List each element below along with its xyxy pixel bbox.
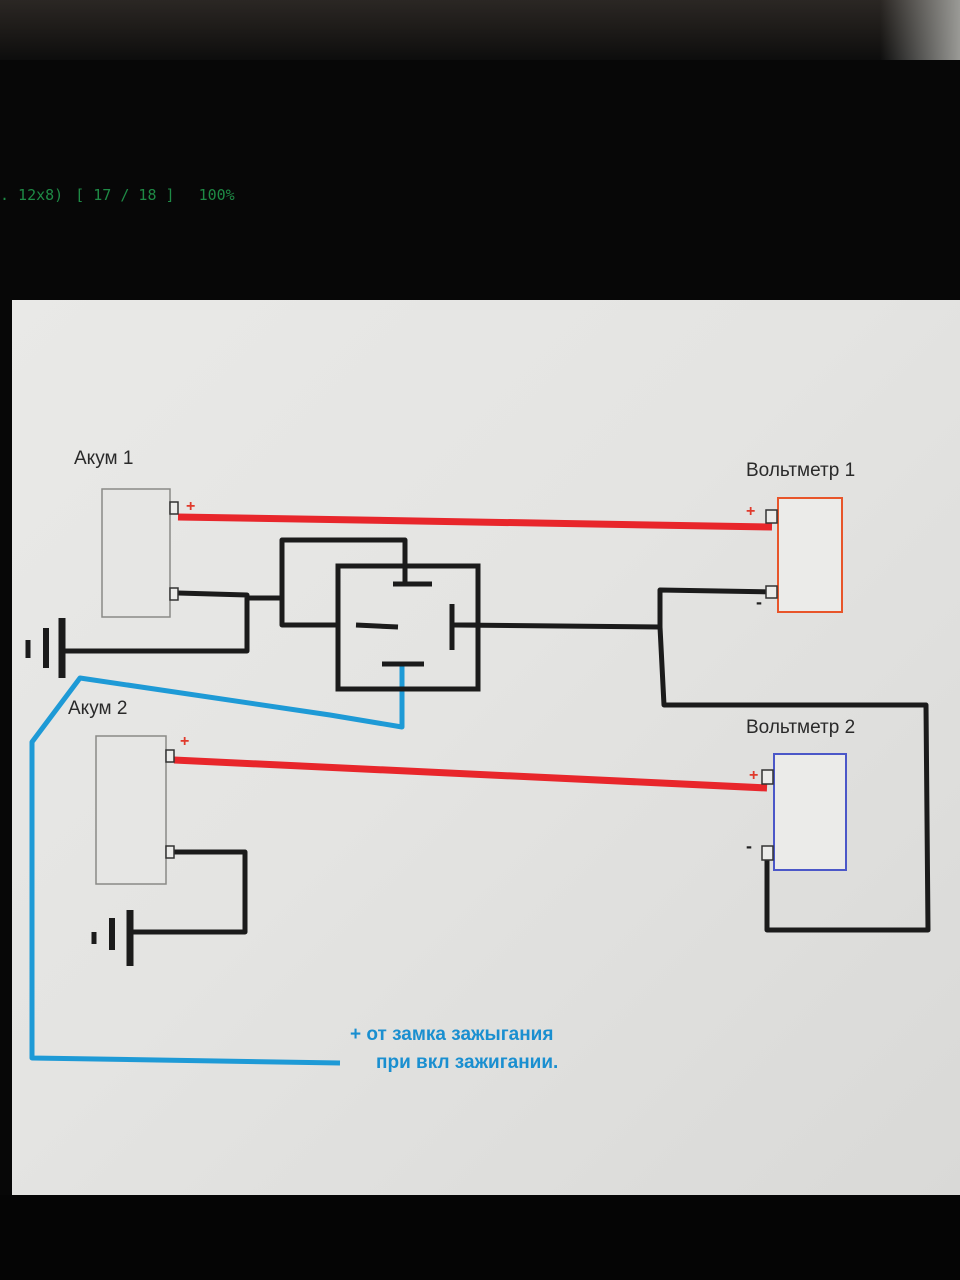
battery-1-plus-sign: + [186, 498, 195, 515]
page-indicator: [ 17 / 18 ] [75, 186, 175, 204]
battery-2-label: Акум 2 [68, 698, 127, 719]
ignition-note-line-1: + от замка зажыгания [350, 1024, 553, 1045]
voltmeter-1-plus-sign: + [746, 503, 755, 520]
voltmeter-2-plus-sign: + [749, 767, 758, 784]
background-fabric [0, 0, 960, 60]
ground-symbol-1 [25, 618, 66, 678]
battery-2-plus-sign: + [180, 733, 189, 750]
background-light [880, 0, 960, 70]
negative-wires [62, 537, 931, 935]
wiring-diagram: Акум 1 + Акум 2 + Вольтметр 1 + - Вольтм… [25, 448, 931, 1073]
battery-2 [95, 735, 175, 885]
positive-wire-2 [173, 756, 768, 792]
ground-symbol-2 [91, 910, 134, 966]
screen-bezel-bottom [0, 1195, 960, 1280]
diagram-image: Акум 1 + Акум 2 + Вольтметр 1 + - Вольтм… [12, 300, 960, 1195]
relay [335, 563, 481, 692]
positive-wire-1 [177, 513, 773, 531]
battery-1 [101, 488, 179, 618]
voltmeter-1 [765, 497, 843, 613]
battery-1-label: Акум 1 [74, 448, 133, 469]
viewer-status-bar: . 12x8) [ 17 / 18 ] 100% [0, 186, 235, 210]
voltmeter-2 [761, 753, 847, 871]
voltmeter-1-minus-sign: - [756, 592, 762, 612]
signal-wire [29, 665, 405, 1066]
ignition-note-line-2: при вкл зажигании. [376, 1052, 558, 1073]
voltmeter-2-label: Вольтметр 2 [746, 717, 855, 738]
voltmeter-2-minus-sign: - [746, 836, 752, 856]
zoom-level[interactable]: 100% [198, 186, 235, 204]
image-dimensions: . 12x8) [0, 186, 64, 204]
voltmeter-1-label: Вольтметр 1 [746, 460, 855, 481]
